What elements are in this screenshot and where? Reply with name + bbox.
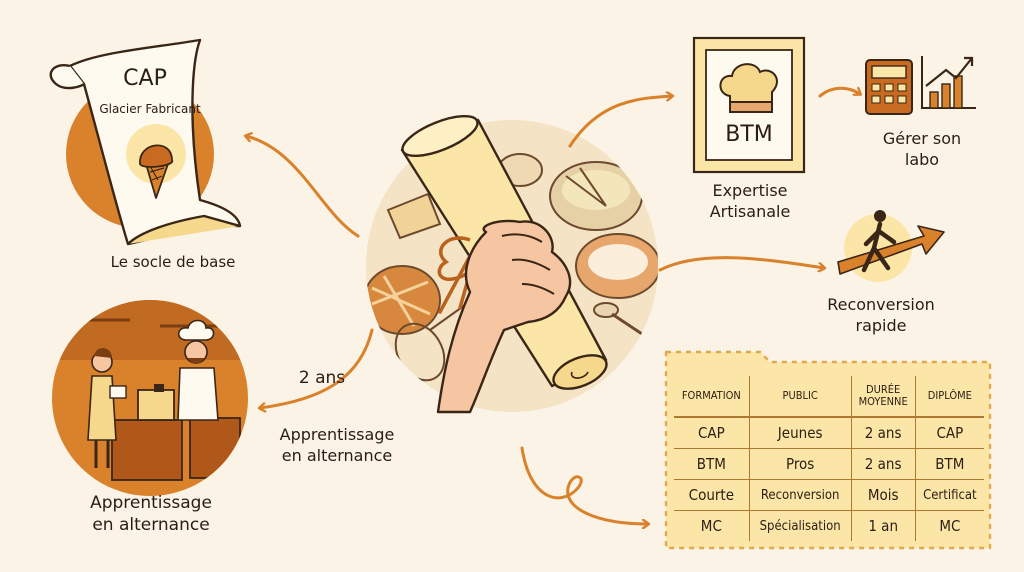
cap-subtitle: Glacier Fabricant xyxy=(99,102,201,116)
manage-lab-icons xyxy=(865,56,976,115)
reconversion-caption-line2: rapide xyxy=(855,316,907,335)
header-duree: DURÉE MOYENNE xyxy=(851,376,916,418)
arrow-to-reconversion xyxy=(658,256,824,270)
comparison-table-container: FORMATION PUBLIC DURÉE MOYENNE DIPLÔME C… xyxy=(666,370,992,546)
comparison-table: FORMATION PUBLIC DURÉE MOYENNE DIPLÔME C… xyxy=(674,376,984,541)
arrow-to-cap xyxy=(246,136,360,238)
chef-hat-icon xyxy=(719,63,778,113)
reconversion-caption-line1: Reconversion xyxy=(827,295,935,314)
arrow-btm-to-manage xyxy=(818,88,860,98)
apprenticeship-duration-label: 2 ans xyxy=(298,368,346,388)
table-row: BTM Pros 2 ans BTM xyxy=(674,448,984,480)
calculator-icon xyxy=(865,59,913,115)
arrow-to-btm xyxy=(568,96,672,148)
table-cell: Spécialisation xyxy=(749,510,852,541)
table-cell: BTM xyxy=(915,448,984,480)
arrow-to-table xyxy=(520,446,648,524)
cap-caption: Le socle de base xyxy=(110,253,236,271)
header-duree-line2: MOYENNE xyxy=(858,395,908,408)
connector-arrows xyxy=(246,88,860,524)
table-cell: BTM xyxy=(674,448,750,480)
table-cell: Reconversion xyxy=(749,479,852,511)
apprenticeship-caption-line2: en alternance xyxy=(92,515,210,535)
rolled-diploma-in-hand-icon xyxy=(400,114,608,414)
table-cell: Mois xyxy=(851,479,916,511)
table-cell: Pros xyxy=(749,448,852,480)
table-cell: 2 ans xyxy=(851,448,916,480)
cap-scroll-group xyxy=(49,38,242,246)
btm-title: BTM xyxy=(725,122,773,147)
apprenticeship-caption-line1: Apprentissage xyxy=(90,493,212,513)
table-row: MC Spécialisation 1 an MC xyxy=(674,510,984,541)
manage-caption-line1: Gérer son xyxy=(882,129,962,148)
table-row: CAP Jeunes 2 ans CAP xyxy=(674,417,984,449)
arrow-to-apprenticeship xyxy=(260,328,374,408)
table-cell: CAP xyxy=(915,417,984,449)
table-cell: MC xyxy=(674,510,750,541)
header-duree-line1: DURÉE xyxy=(866,382,901,396)
table-cell: 2 ans xyxy=(851,417,916,449)
growth-chart-icon xyxy=(921,56,976,109)
apprenticeship-arrow-caption-line1: Apprentissage xyxy=(279,425,395,444)
table-cell: Jeunes xyxy=(749,417,852,449)
table-cell: 1 an xyxy=(851,510,916,541)
header-diplome: DIPLÔME xyxy=(915,376,984,418)
cap-title: CAP xyxy=(123,66,167,91)
table-cell: Certificat xyxy=(915,479,984,511)
table-cell: CAP xyxy=(674,417,750,449)
workshop-chef-apprentice-icon xyxy=(52,300,248,496)
btm-certificate xyxy=(692,36,806,174)
header-formation: FORMATION xyxy=(674,376,750,418)
header-public: PUBLIC xyxy=(749,376,852,418)
walking-person-arrow-icon xyxy=(837,210,945,282)
btm-caption-line2: Artisanale xyxy=(709,202,791,221)
table-cell: Courte xyxy=(674,479,750,511)
table-header-row: FORMATION PUBLIC DURÉE MOYENNE DIPLÔME xyxy=(674,376,984,418)
center-circle xyxy=(366,114,658,414)
table-row: Courte Reconversion Mois Certificat xyxy=(674,479,984,511)
table-cell: MC xyxy=(939,517,961,535)
btm-caption-line1: Expertise xyxy=(712,181,788,200)
manage-caption-line2: labo xyxy=(904,150,940,169)
apprenticeship-arrow-caption-line2: en alternance xyxy=(281,446,393,465)
ice-cream-icon xyxy=(139,144,173,199)
